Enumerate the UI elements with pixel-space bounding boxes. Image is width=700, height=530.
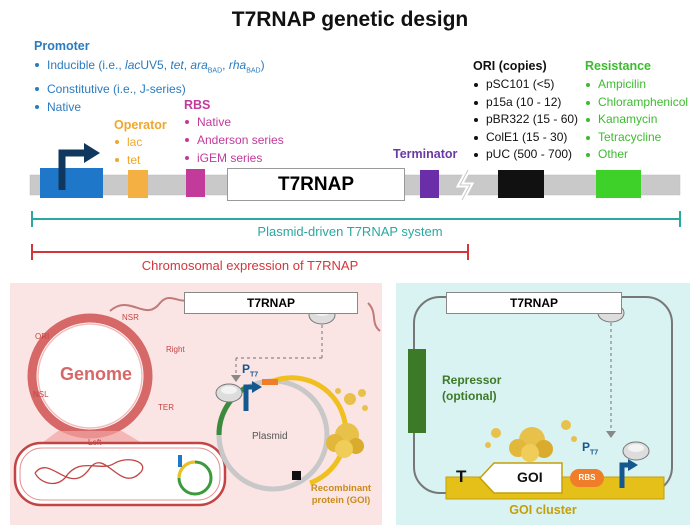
locus-nsl: NSL bbox=[33, 390, 49, 399]
locus-ter: TER bbox=[158, 403, 174, 412]
locus-nsr: NSR bbox=[122, 313, 139, 322]
resistance-item: Kanamycin bbox=[585, 111, 688, 129]
ori-item: pUC (500 - 700) bbox=[473, 146, 578, 164]
rbs-item: Native bbox=[184, 113, 284, 131]
t7rnap-gene-box: T7RNAP bbox=[227, 168, 405, 201]
goi-gene-arrow bbox=[478, 462, 563, 494]
right-promoter-label: PT7 bbox=[582, 440, 599, 457]
rbs-pill bbox=[570, 469, 604, 487]
ori-item: ColE1 (15 - 30) bbox=[473, 129, 578, 147]
resistance-item: Ampicilin bbox=[585, 76, 688, 94]
promoter-item-constitutive: Constitutive (i.e., J-series) bbox=[34, 80, 265, 98]
chromosome-squiggle bbox=[34, 459, 144, 485]
chromosomal-range-bracket bbox=[31, 244, 469, 260]
pt7-arrow-icon bbox=[619, 462, 630, 488]
bacterial-cell bbox=[13, 441, 227, 507]
resistance-section: Resistance Ampicilin Chloramphenicol Kan… bbox=[585, 59, 688, 164]
ori-list: pSC101 (<5) p15a (10 - 12) pBR322 (15 - … bbox=[473, 76, 578, 164]
rbs-section: RBS Native Anderson series iGEM series bbox=[184, 98, 284, 167]
chromosomal-illustration bbox=[13, 297, 381, 507]
plasmid-label: Plasmid bbox=[252, 431, 288, 442]
left-promoter-label: PT7 bbox=[242, 362, 259, 379]
operator-section: Operator lac tet bbox=[114, 118, 167, 169]
rbs-heading: RBS bbox=[184, 98, 211, 112]
rbs-list: Native Anderson series iGEM series bbox=[184, 113, 284, 167]
rbs-item: Anderson series bbox=[184, 131, 284, 149]
promoter-block bbox=[40, 168, 103, 198]
left-t7rnap-box: T7RNAP bbox=[184, 292, 358, 314]
promoter-item-native: Native bbox=[34, 98, 265, 116]
resistance-heading: Resistance bbox=[585, 59, 652, 73]
ori-heading: ORI (copies) bbox=[473, 59, 547, 73]
operator-block bbox=[128, 170, 148, 198]
ori-section: ORI (copies) pSC101 (<5) p15a (10 - 12) … bbox=[473, 59, 578, 164]
recombinant-protein-label: Recombinant protein (GOI) bbox=[310, 483, 372, 506]
pt7-arrow-icon bbox=[243, 384, 254, 411]
resistance-item: Chloramphenicol bbox=[585, 94, 688, 112]
operator-list: lac tet bbox=[114, 133, 167, 169]
operator-item: lac bbox=[114, 133, 167, 151]
promoter-arrow-icon bbox=[58, 149, 86, 190]
ori-item: pBR322 (15 - 60) bbox=[473, 111, 578, 129]
terminator-block bbox=[420, 170, 439, 198]
rbs-block bbox=[186, 169, 205, 197]
operator-heading: Operator bbox=[114, 118, 167, 132]
genome-label: Genome bbox=[60, 364, 133, 384]
promoter-item-inducible: Inducible (i.e., lacUV5, tet, araBAD, rh… bbox=[34, 56, 265, 80]
dna-strand bbox=[109, 297, 189, 312]
locus-ori: ORI bbox=[35, 332, 50, 341]
resistance-item: Other bbox=[585, 146, 688, 164]
plasmid-range-label: Plasmid-driven T7RNAP system bbox=[257, 224, 443, 239]
locus-right: Right bbox=[166, 345, 185, 354]
break-mark bbox=[455, 168, 475, 202]
promoter-list: Inducible (i.e., lacUV5, tet, araBAD, rh… bbox=[34, 56, 265, 116]
ori-item: pSC101 (<5) bbox=[473, 76, 578, 94]
promoter-section: Promoter Inducible (i.e., lacUV5, tet, a… bbox=[34, 39, 265, 116]
ori-block bbox=[498, 170, 544, 198]
goi-label: GOI bbox=[517, 469, 543, 485]
resistance-item: Tetracycline bbox=[585, 129, 688, 147]
right-t7rnap-box: T7RNAP bbox=[446, 292, 622, 314]
promoter-heading: Promoter bbox=[34, 39, 90, 53]
plasmid-illustration bbox=[408, 296, 673, 500]
repressor-block bbox=[408, 349, 426, 433]
locus-left: Left bbox=[88, 438, 102, 447]
chromosomal-range-label: Chromosomal expression of T7RNAP bbox=[141, 258, 359, 273]
terminator-symbol: T bbox=[456, 467, 467, 486]
polymerase-icon bbox=[215, 383, 243, 403]
resistance-list: Ampicilin Chloramphenicol Kanamycin Tetr… bbox=[585, 76, 688, 164]
ori-item: p15a (10 - 12) bbox=[473, 94, 578, 112]
plasmid-range-bracket bbox=[31, 211, 681, 227]
rbs-label: RBS bbox=[578, 473, 596, 482]
protein-blob-icon bbox=[485, 420, 577, 462]
rbs-item: iGEM series bbox=[184, 149, 284, 167]
goi-cluster-label: GOI cluster bbox=[509, 503, 577, 517]
resistance-block bbox=[596, 170, 641, 198]
polymerase-icon bbox=[622, 441, 650, 461]
terminator-heading: Terminator bbox=[393, 147, 458, 161]
repressor-label: Repressor (optional) bbox=[442, 373, 502, 403]
diagram-title: T7RNAP genetic design bbox=[231, 8, 469, 31]
operator-item: tet bbox=[114, 151, 167, 169]
protein-blob-icon bbox=[326, 388, 368, 458]
